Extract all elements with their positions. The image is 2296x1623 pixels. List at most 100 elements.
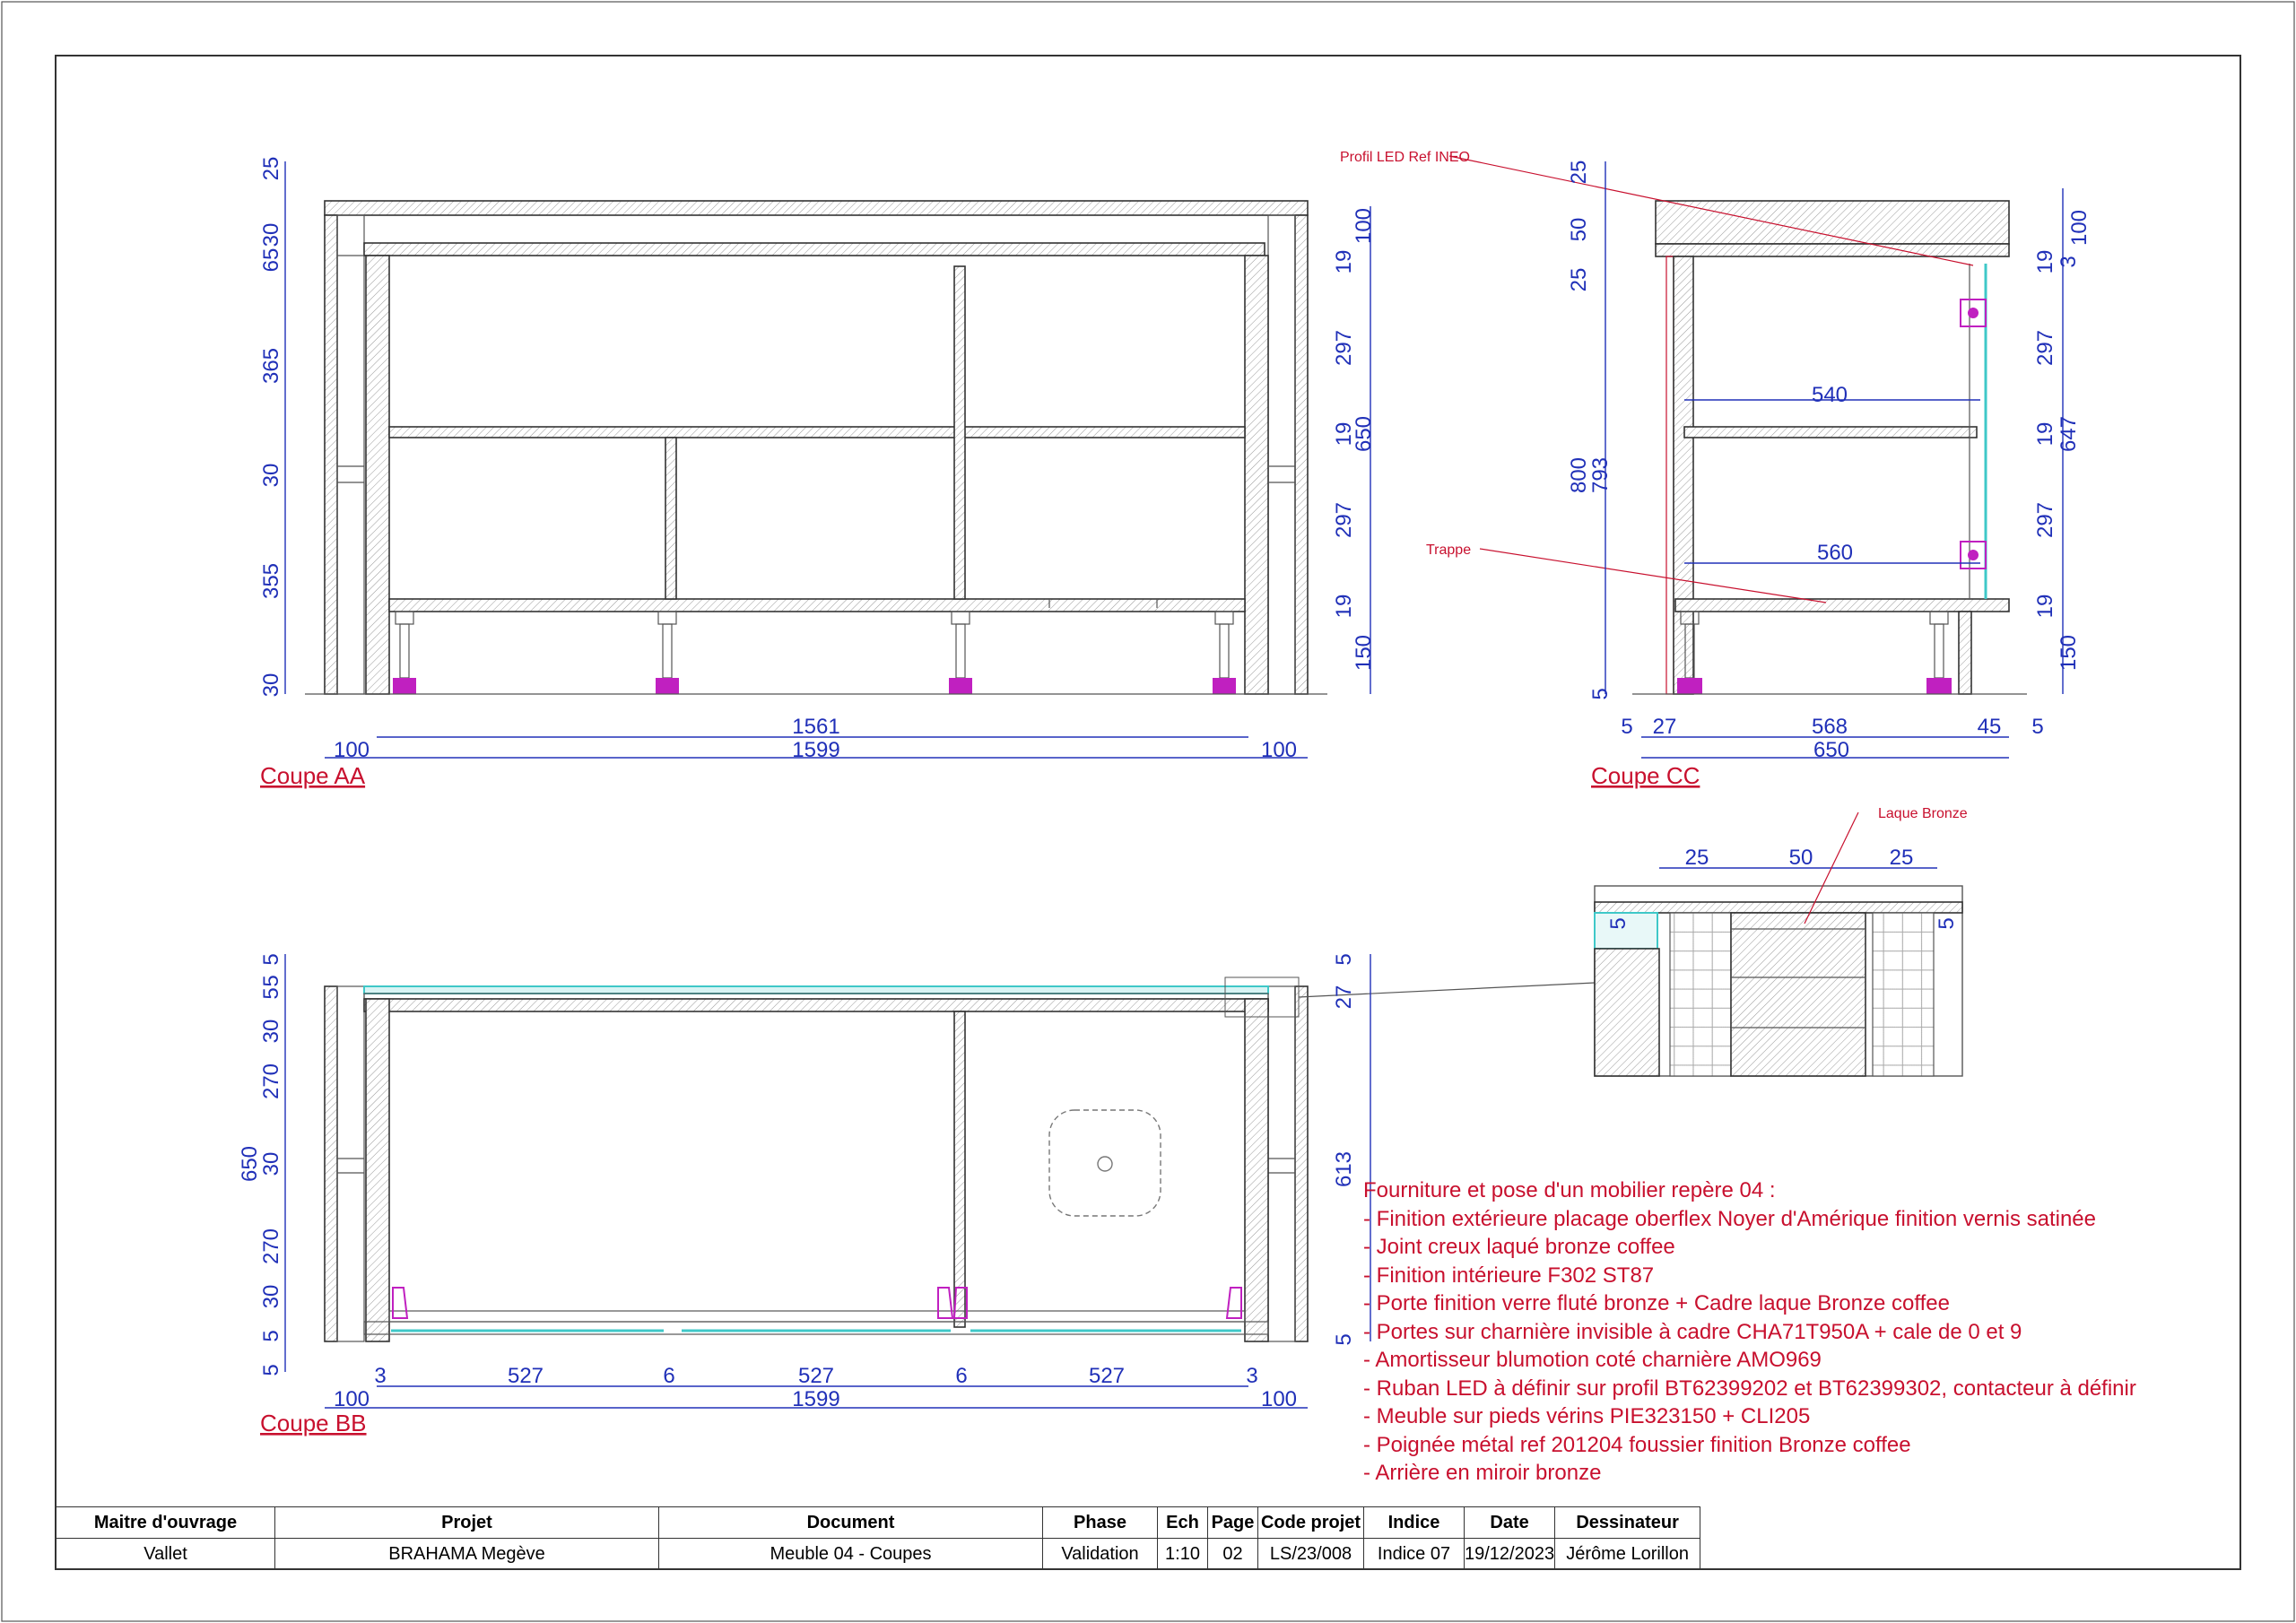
aa-view-label: Coupe AA — [260, 762, 366, 789]
sink-outline — [1048, 1109, 1161, 1217]
note-line-11: - Arrière en miroir bronze — [1363, 1461, 1602, 1485]
cc-right-dim-8: 19 — [2033, 595, 2057, 619]
bb-bottom-dim-9: 1599 — [792, 1387, 839, 1411]
cc-left-dim-1: 25 — [1567, 161, 1591, 185]
header-code-projet: Code projet — [1257, 1506, 1364, 1539]
value-projet: BRAHAMA Megève — [274, 1538, 659, 1570]
note-line-1: Fourniture et pose d'un mobilier repère … — [1363, 1178, 1776, 1202]
note-line-2: - Finition extérieure placage oberflex N… — [1363, 1206, 2096, 1231]
header-dessinateur: Dessinateur — [1554, 1506, 1701, 1539]
bb-left-dim-8: 270 — [259, 1228, 283, 1264]
note-line-5: - Porte finition verre fluté bronze + Ca… — [1363, 1291, 1950, 1315]
header-projet: Projet — [274, 1506, 659, 1539]
bb-left-dim-11: 5 — [259, 1364, 283, 1376]
value-phase: Validation — [1042, 1538, 1158, 1570]
bb-right-dim-2: 27 — [1332, 985, 1356, 1010]
cc-right-dim-4: 297 — [2033, 330, 2057, 366]
cc-right-dim-1: 100 — [2067, 210, 2092, 246]
section-bb: 5 5 5 30 270 650 30 270 30 5 5 5 27 613 … — [238, 953, 1596, 1436]
header-phase: Phase — [1042, 1506, 1158, 1539]
bb-left-dim-1: 5 — [259, 953, 283, 965]
cc-bottom-dim-6: 650 — [1813, 738, 1849, 762]
bb-left-dim-10: 5 — [259, 1330, 283, 1341]
note-line-8: - Ruban LED à définir sur profil BT62399… — [1363, 1376, 2136, 1401]
detail-side-dim-1: 5 — [1606, 917, 1631, 929]
header-page: Page — [1207, 1506, 1258, 1539]
bb-bottom-dim-1: 3 — [374, 1364, 386, 1388]
bb-bottom-dim-10: 100 — [1261, 1387, 1297, 1411]
detail-top-dim-1: 25 — [1685, 846, 1709, 870]
bb-left-dim-2: 5 — [259, 975, 283, 986]
bb-right-dim-4: 5 — [1332, 1333, 1356, 1345]
cc-right-dim-9: 150 — [2057, 635, 2081, 671]
cc-right-dim-7: 297 — [2033, 502, 2057, 538]
aa-right-dim-3: 297 — [1332, 330, 1356, 366]
header-document: Document — [658, 1506, 1043, 1539]
bb-bottom-dim-5: 6 — [955, 1364, 967, 1388]
cc-left-dim-3: 25 — [1567, 268, 1591, 292]
aa-left-dim-4: 365 — [259, 348, 283, 384]
cc-bottom-dim-3: 568 — [1812, 715, 1848, 739]
value-date: 19/12/2023 — [1463, 1538, 1556, 1570]
specification-notes: Fourniture et pose d'un mobilier repère … — [1363, 1176, 2136, 1488]
cc-left-dim-4: 800 — [1567, 457, 1591, 493]
callout-led-profile: Profil LED Ref INEO — [1340, 150, 1470, 165]
bb-view-label: Coupe BB — [260, 1410, 367, 1436]
section-cc: 540 560 Profil LED Ref INEO Trappe 25 50… — [1340, 150, 2092, 789]
aa-left-dim-6: 355 — [259, 563, 283, 599]
aa-right-dim-5: 650 — [1352, 416, 1376, 452]
cc-left-dim-6: 5 — [1588, 688, 1613, 699]
bb-right-dim-1: 5 — [1332, 953, 1356, 965]
joint-detail: 25 50 25 5 5 Laque Bronze — [1594, 806, 1968, 1077]
bb-left-dim-5: 270 — [259, 1063, 283, 1099]
aa-left-dim-7: 30 — [259, 673, 283, 698]
aa-left-dim-1: 25 — [259, 157, 283, 181]
aa-right-dim-2: 19 — [1332, 250, 1356, 274]
bb-left-dim-4: 30 — [259, 1020, 283, 1044]
aa-bottom-dim-4: 100 — [1261, 738, 1297, 762]
note-line-7: - Amortisseur blumotion coté charnière A… — [1363, 1348, 1822, 1372]
section-aa: 25 30 65 365 30 355 30 100 19 297 19 650… — [259, 157, 1376, 789]
header-indice: Indice — [1363, 1506, 1465, 1539]
bb-bottom-dim-3: 6 — [663, 1364, 674, 1388]
note-line-9: - Meuble sur pieds vérins PIE323150 + CL… — [1363, 1404, 1811, 1428]
note-line-10: - Poignée métal ref 201204 foussier fini… — [1363, 1432, 1911, 1457]
value-document: Meuble 04 - Coupes — [658, 1538, 1043, 1570]
leveling-foot-2 — [656, 611, 679, 694]
bb-hinge-center-right — [952, 1287, 968, 1319]
value-dessinateur: Jérôme Lorillon — [1554, 1538, 1701, 1570]
aa-left-dim-3: 65 — [259, 248, 283, 273]
cc-left-dim-2: 50 — [1567, 218, 1591, 242]
value-page: 02 — [1207, 1538, 1258, 1570]
callout-laque-bronze: Laque Bronze — [1878, 806, 1968, 821]
aa-left-dim-5: 30 — [259, 464, 283, 488]
leveling-foot-3 — [949, 611, 972, 694]
detail-top-dim-3: 25 — [1890, 846, 1914, 870]
cc-inner-dim-1: 540 — [1812, 383, 1848, 407]
header-date: Date — [1463, 1506, 1556, 1539]
cc-foot-front — [1677, 611, 1702, 694]
aa-left-dim-2: 30 — [259, 223, 283, 247]
cc-right-dim-5: 19 — [2033, 422, 2057, 447]
value-indice: Indice 07 — [1363, 1538, 1465, 1570]
value-maitre-ouvrage: Vallet — [56, 1538, 275, 1570]
hinge-top — [1960, 299, 1987, 327]
bb-bottom-dim-6: 527 — [1089, 1364, 1125, 1388]
hinge-bottom — [1960, 541, 1987, 569]
aa-right-dim-7: 19 — [1332, 595, 1356, 619]
aa-bottom-dim-2: 100 — [334, 738, 370, 762]
cc-inner-dim-2: 560 — [1817, 541, 1853, 565]
cc-foot-back — [1926, 611, 1952, 694]
bb-bottom-dim-8: 100 — [334, 1387, 370, 1411]
aa-right-dim-1: 100 — [1352, 208, 1376, 244]
value-code-projet: LS/23/008 — [1257, 1538, 1364, 1570]
bb-left-dim-9: 30 — [259, 1285, 283, 1309]
leveling-foot-1 — [393, 611, 416, 694]
cc-bottom-dim-2: 27 — [1653, 715, 1677, 739]
aa-right-dim-6: 297 — [1332, 502, 1356, 538]
bb-hinge-left — [392, 1287, 409, 1319]
leveling-foot-4 — [1213, 611, 1236, 694]
note-line-6: - Portes sur charnière invisible à cadre… — [1363, 1319, 2022, 1344]
cc-bottom-dim-1: 5 — [1621, 715, 1632, 739]
